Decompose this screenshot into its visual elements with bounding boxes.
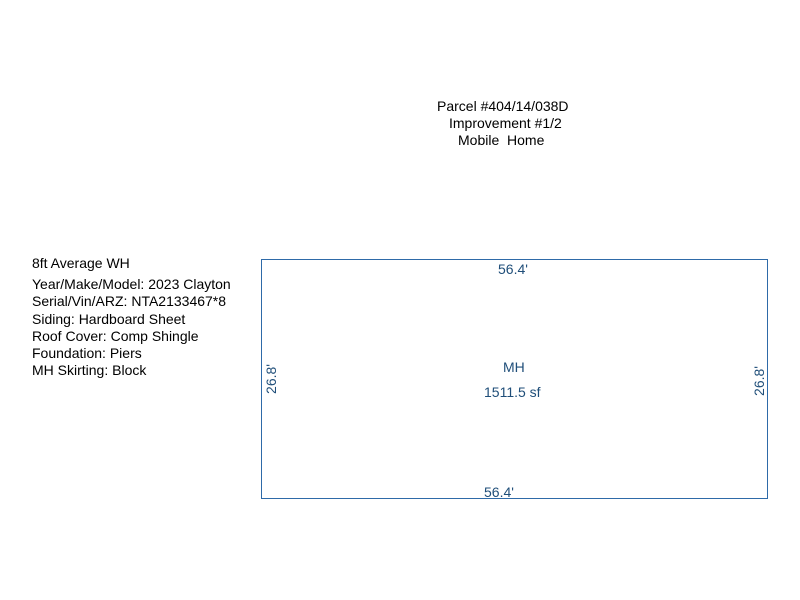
- right-dimension-label: 26.8': [751, 366, 767, 396]
- top-dimension-label: 56.4': [498, 261, 528, 277]
- parcel-number: Parcel #404/14/038D: [437, 98, 569, 114]
- note-serial-vin: Serial/Vin/ARZ: NTA2133467*8: [32, 293, 227, 310]
- bottom-dimension-label: 56.4': [484, 484, 514, 500]
- left-dimension-label: 26.8': [263, 364, 279, 394]
- wall-height-note: 8ft Average WH: [32, 255, 130, 271]
- mobile-home-footprint: [261, 259, 768, 499]
- note-siding: Siding: Hardboard Sheet: [32, 310, 186, 327]
- note-skirting: MH Skirting: Block: [32, 362, 147, 379]
- area-code-label: MH: [503, 359, 525, 375]
- area-square-footage: 1511.5 sf: [484, 384, 541, 400]
- improvement-type: Mobile Home: [458, 132, 545, 148]
- property-notes: 8ft Average WH Year/Make/Model: 2023 Cla…: [32, 255, 231, 380]
- note-year-make-model: Year/Make/Model: 2023 Clayton: [32, 276, 231, 292]
- note-foundation: Foundation: Piers: [32, 345, 142, 362]
- note-roof-cover: Roof Cover: Comp Shingle: [32, 327, 199, 344]
- improvement-number: Improvement #1/2: [449, 115, 562, 131]
